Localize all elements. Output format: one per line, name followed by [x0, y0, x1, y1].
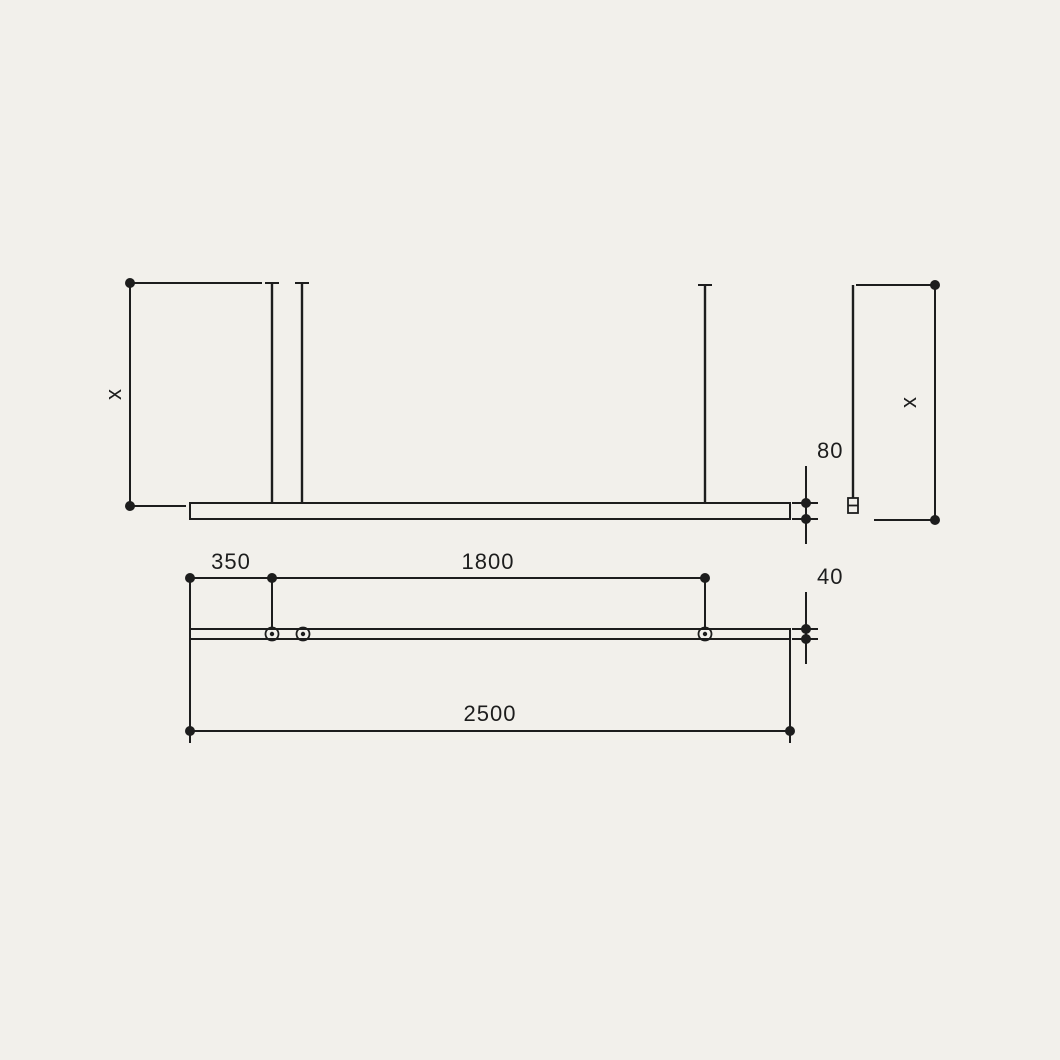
plan-view [189, 626, 791, 642]
dimension-dot [125, 278, 135, 288]
dimension-profile-depth: 40 [792, 564, 843, 664]
suspension-rod-left-2 [295, 282, 309, 503]
dimension-label-suspension-span: 1800 [462, 549, 515, 574]
dimension-offset-and-span: 350 1800 [185, 549, 710, 629]
dimension-dot [700, 573, 710, 583]
dimension-dot [125, 501, 135, 511]
dimension-label-profile-depth: 40 [817, 564, 843, 589]
dimension-suspension-right: x [856, 280, 940, 525]
dimension-dot [801, 634, 811, 644]
suspension-rod-right [698, 284, 712, 503]
dimension-suspension-left: x [101, 278, 262, 511]
dimension-profile-height: 80 [792, 438, 843, 544]
dimension-dot [801, 624, 811, 634]
dimension-dot [267, 573, 277, 583]
dimension-label-left-offset: 350 [211, 549, 251, 574]
dimension-dot [785, 726, 795, 736]
dimension-label-suspension-left: x [101, 388, 126, 400]
dimension-label-profile-height: 80 [817, 438, 843, 463]
dimension-label-total-length: 2500 [464, 701, 517, 726]
front-elevation [189, 282, 791, 520]
dimension-dot [801, 514, 811, 524]
luminaire-profile-front [189, 502, 791, 520]
suspension-cable-right [847, 285, 859, 514]
dimension-dot [185, 726, 195, 736]
dimension-label-suspension-right: x [896, 396, 921, 408]
dimension-total-length: 2500 [185, 578, 795, 743]
fixing-hole-left-2 [295, 626, 311, 642]
dimension-dot [930, 280, 940, 290]
dimension-dot [801, 498, 811, 508]
suspension-rod-left-1 [265, 282, 279, 503]
dimension-dot [930, 515, 940, 525]
